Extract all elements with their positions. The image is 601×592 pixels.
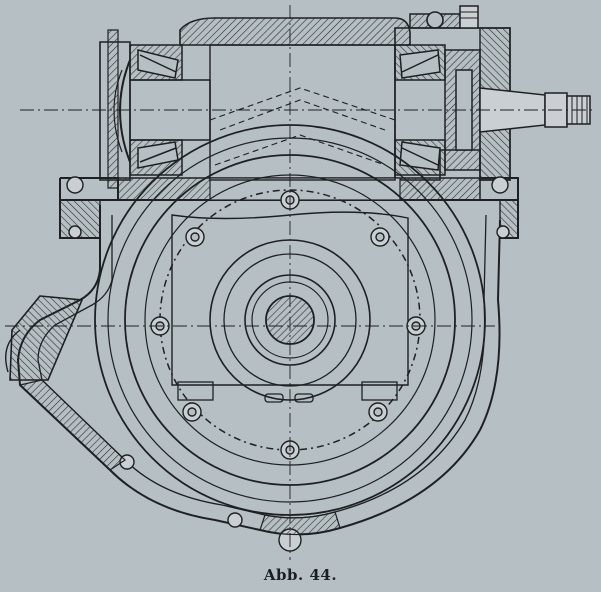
technical-drawing [5,5,595,560]
lower-wall-hatch [18,379,126,471]
figure-caption: Abb. 44. [263,566,338,584]
lower-wall-hatch-2 [259,511,341,536]
center-lines [5,5,595,560]
side-duct [5,295,84,381]
gear-block [209,44,396,181]
bolt-ring [66,176,510,552]
hub-plate [171,211,409,386]
clamp-brackets [177,381,398,403]
